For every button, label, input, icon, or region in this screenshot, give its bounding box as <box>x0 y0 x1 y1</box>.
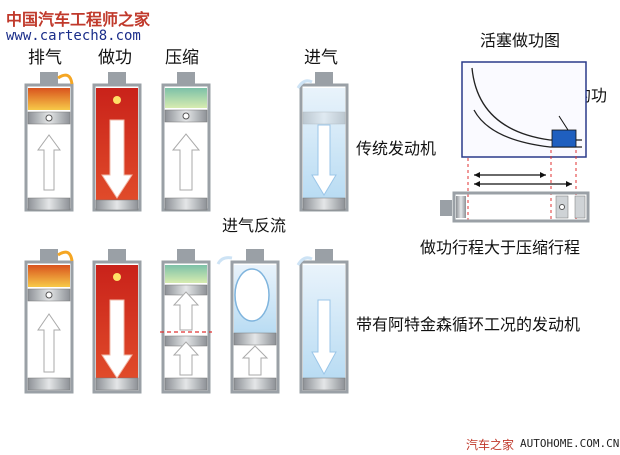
label-traditional-engine: 传统发动机 <box>356 139 437 158</box>
cylinder-exhaust-top <box>24 72 74 212</box>
footer-site-cn: 汽车之家 <box>466 438 515 452</box>
footer-site-en: AUTOHOME.COM.CN <box>520 437 620 450</box>
cylinder-intake-top <box>296 72 349 212</box>
horizontal-cylinder <box>440 191 590 223</box>
extra-work-area <box>551 129 577 148</box>
label-intake-backflow: 进气反流 <box>222 216 287 235</box>
cylinder-power-top <box>92 72 142 212</box>
cylinder-power-bottom <box>92 249 142 394</box>
watermark-url: www.cartech8.com <box>6 28 141 44</box>
cylinder-exhaust-bottom <box>24 249 74 394</box>
pv-diagram-title: 活塞做功图 <box>480 31 561 50</box>
label-atkinson-engine: 带有阿特金森循环工况的发动机 <box>356 315 581 334</box>
label-power-stroke: 做功 <box>98 48 132 68</box>
cylinder-intake-bottom <box>296 249 349 394</box>
cylinder-intake-backflow <box>216 249 280 394</box>
label-exhaust-stroke: 排气 <box>28 48 62 68</box>
label-stroke-comparison: 做功行程大于压缩行程 <box>420 238 581 257</box>
pv-diagram <box>461 61 587 158</box>
label-compression-stroke: 压缩 <box>165 48 199 68</box>
cylinder-compression-top <box>161 72 211 212</box>
stroke-arrows <box>474 172 572 187</box>
cylinder-compression-bottom <box>160 249 212 394</box>
watermark-site-name: 中国汽车工程师之家 <box>6 10 151 29</box>
label-intake-stroke: 进气 <box>304 48 338 68</box>
